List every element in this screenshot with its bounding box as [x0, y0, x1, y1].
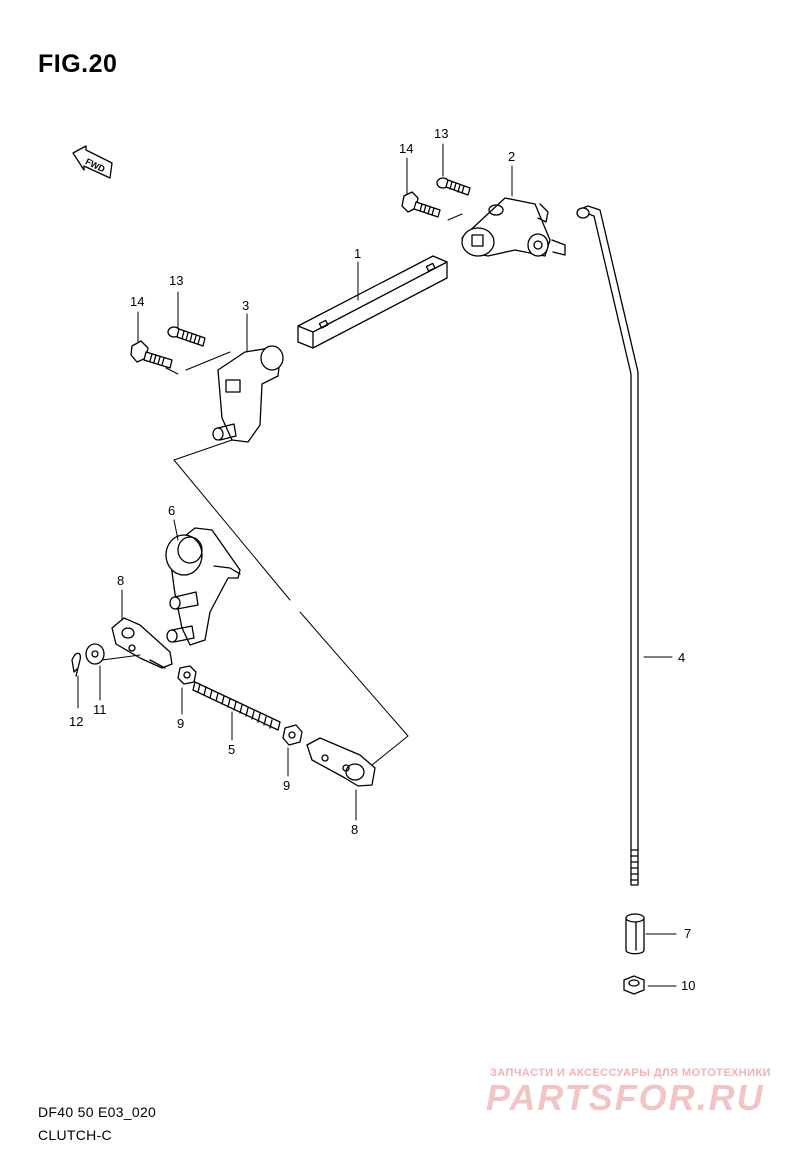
part-11-washer: [85, 643, 105, 665]
callout-13-upper: 13: [434, 126, 448, 141]
assembly-lines: [77, 143, 677, 987]
part-14-bolt-upper: [401, 191, 441, 218]
callout-3: 3: [242, 298, 249, 313]
part-1-shaft: [297, 255, 448, 349]
callout-9-lower: 9: [283, 778, 290, 793]
part-14-bolt-middle: [130, 340, 173, 369]
part-5-threaded-rod: [192, 681, 281, 731]
callout-6: 6: [168, 503, 175, 518]
watermark-logo: PARTSFOR.RU: [486, 1077, 765, 1118]
figure-title: FIG.20: [38, 50, 118, 78]
callout-1: 1: [354, 246, 361, 261]
part-13-bolt-middle: [167, 326, 206, 347]
part-12-clip: [71, 652, 82, 677]
callout-10: 10: [681, 978, 695, 993]
part-3-lever: [212, 345, 284, 443]
callout-2: 2: [508, 149, 515, 164]
diagram-name: CLUTCH-C: [38, 1127, 112, 1143]
part-6-bracket: [165, 527, 241, 646]
part-9-nut-upper: [177, 665, 197, 685]
callout-7: 7: [684, 926, 691, 941]
callout-5: 5: [228, 742, 235, 757]
callout-8-upper: 8: [117, 573, 124, 588]
part-8-rod-end-lower: [306, 737, 376, 787]
diagram-code: DF40 50 E03_020: [38, 1104, 157, 1120]
part-10-nut: [623, 975, 645, 995]
part-8-rod-end-upper: [111, 617, 173, 669]
callout-13-middle: 13: [169, 273, 183, 288]
callout-4: 4: [678, 650, 685, 665]
part-4-rod: [576, 205, 639, 886]
watermark-tagline: ЗАПЧАСТИ И АКСЕССУАРЫ ДЛЯ МОТОТЕХНИКИ: [490, 1067, 771, 1079]
callout-12: 12: [69, 714, 83, 729]
callout-11: 11: [93, 702, 107, 717]
callout-14-middle: 14: [130, 294, 144, 309]
callout-14-upper: 14: [399, 141, 413, 156]
part-9-nut-lower: [282, 724, 303, 746]
part-13-bolt-upper: [436, 177, 471, 196]
fwd-arrow-icon: FWD: [72, 145, 113, 179]
part-7-sleeve: [625, 913, 645, 955]
callout-8-lower: 8: [351, 822, 358, 837]
part-2-lever: [461, 197, 566, 257]
callout-9-upper: 9: [177, 716, 184, 731]
